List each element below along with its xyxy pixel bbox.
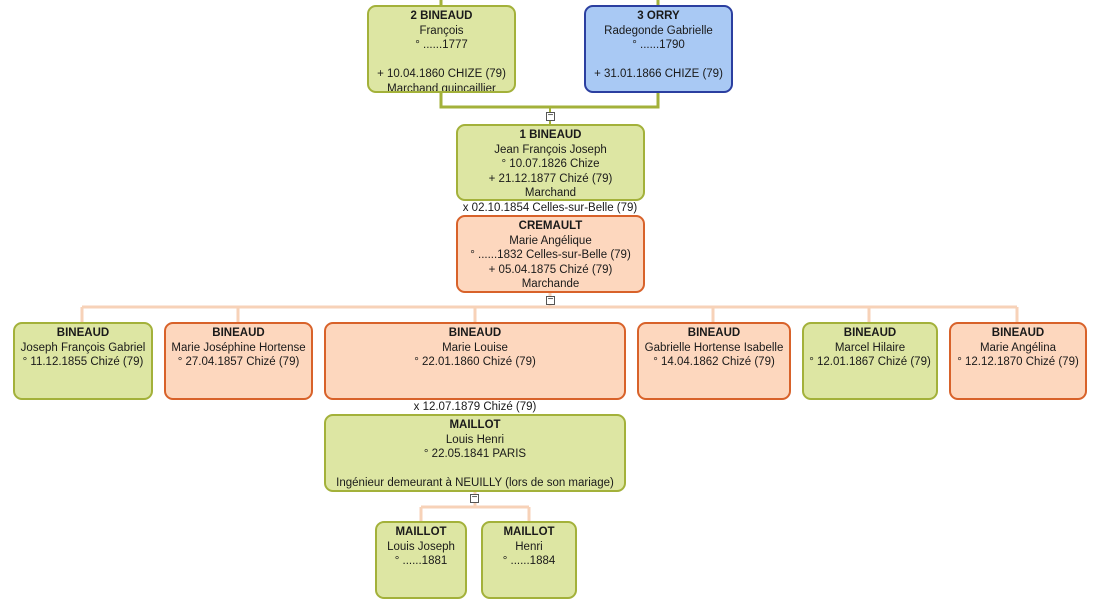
person-box-father[interactable]: 2 BINEAUD François ° ......1777 + 10.04.… <box>367 5 516 93</box>
person-name: 2 BINEAUD <box>410 10 473 22</box>
person-box-child-spouse[interactable]: MAILLOT Louis Henri ° 22.05.1841 PARIS I… <box>324 414 626 492</box>
person-box-mother[interactable]: 3 ORRY Radegonde Gabrielle ° ......1790 … <box>584 5 733 93</box>
person-detail: ° 14.04.1862 Chizé (79) <box>653 356 775 368</box>
person-detail: Marie Louise <box>442 341 508 354</box>
person-detail: ° ......1832 Celles-sur-Belle (79) <box>470 249 631 261</box>
person-name: MAILLOT <box>395 526 447 538</box>
person-box-child-1[interactable]: BINEAUD Joseph François Gabriel ° 11.12.… <box>13 322 153 400</box>
person-box-child-2[interactable]: BINEAUD Marie Joséphine Hortense ° 27.04… <box>164 322 313 400</box>
collapse-toggle-grandchildren[interactable]: − <box>470 492 479 503</box>
person-box-child-5[interactable]: BINEAUD Marcel Hilaire ° 12.01.1867 Chiz… <box>802 322 938 400</box>
person-box-child-4[interactable]: BINEAUD Gabrielle Hortense Isabelle ° 14… <box>637 322 791 400</box>
person-detail: ° 22.01.1860 Chizé (79) <box>414 356 536 368</box>
person-detail: Marie Joséphine Hortense <box>171 341 306 354</box>
collapse-toggle-parents[interactable]: − <box>546 110 555 121</box>
person-detail: Ingénieur demeurant à NEUILLY (lors de s… <box>336 477 614 489</box>
person-detail <box>586 53 731 68</box>
person-name: 1 BINEAUD <box>519 129 582 141</box>
person-detail: Marcel Hilaire <box>834 341 906 354</box>
person-detail: Marchand quincaillier <box>387 82 496 93</box>
person-detail: Marie Angélina <box>979 341 1057 354</box>
person-box-grandchild-1[interactable]: MAILLOT Louis Joseph ° ......1881 <box>375 521 467 599</box>
person-box-root[interactable]: 1 BINEAUD Jean François Joseph ° 10.07.1… <box>456 124 645 201</box>
person-detail: Joseph François Gabriel <box>20 341 146 354</box>
person-detail: ° ......1790 <box>632 39 685 51</box>
person-name: BINEAUD <box>843 327 897 339</box>
person-box-child-6[interactable]: BINEAUD Marie Angélina ° 12.12.1870 Chiz… <box>949 322 1087 400</box>
person-box-child-3[interactable]: BINEAUD Marie Louise ° 22.01.1860 Chizé … <box>324 322 626 400</box>
collapse-toggle-children[interactable]: − <box>546 294 555 305</box>
person-detail: + 31.01.1866 CHIZE (79) <box>594 68 723 80</box>
person-detail: François <box>419 24 464 37</box>
person-detail: ° ......1777 <box>415 39 468 51</box>
person-box-spouse[interactable]: CREMAULT Marie Angélique ° ......1832 Ce… <box>456 215 645 293</box>
person-detail: Louis Joseph <box>387 540 455 553</box>
person-detail: ° 22.05.1841 PARIS <box>423 448 527 460</box>
person-detail: Marie Angélique <box>509 234 592 247</box>
person-name: BINEAUD <box>991 327 1045 339</box>
person-detail: Radegonde Gabrielle <box>604 24 713 37</box>
marriage-label-root: x 02.10.1854 Celles-sur-Belle (79) <box>462 202 638 214</box>
person-detail: ° 12.12.1870 Chizé (79) <box>957 356 1079 368</box>
person-detail: ° 10.07.1826 Chize <box>501 158 600 170</box>
person-detail: ° 27.04.1857 Chizé (79) <box>177 356 300 368</box>
person-name: BINEAUD <box>687 327 741 339</box>
person-detail <box>369 53 514 68</box>
marriage-label-child: x 12.07.1879 Chizé (79) <box>413 401 537 413</box>
person-name: BINEAUD <box>56 327 110 339</box>
person-name: 3 ORRY <box>637 10 680 22</box>
person-box-grandchild-2[interactable]: MAILLOT Henri ° ......1884 <box>481 521 577 599</box>
person-detail: + 21.12.1877 Chizé (79) <box>488 172 613 185</box>
person-name: BINEAUD <box>448 327 502 339</box>
person-detail: Henri <box>515 540 543 553</box>
person-name: BINEAUD <box>212 327 265 339</box>
person-detail: Marchand <box>524 187 577 199</box>
person-detail: + 05.04.1875 Chizé (79) <box>488 263 613 276</box>
person-detail: Jean François Joseph <box>494 143 607 156</box>
person-detail: + 10.04.1860 CHIZE (79) <box>377 68 506 80</box>
person-detail: ° 11.12.1855 Chizé (79) <box>22 356 144 368</box>
person-detail: Louis Henri <box>445 433 505 446</box>
person-name: CREMAULT <box>518 220 583 232</box>
person-detail: Marchande <box>521 278 580 290</box>
person-detail: ° ......1881 <box>394 555 448 567</box>
person-detail: ° 12.01.1867 Chizé (79) <box>809 356 931 368</box>
person-name: MAILLOT <box>503 526 555 538</box>
person-detail: ° ......1884 <box>502 555 556 567</box>
person-detail <box>326 462 624 477</box>
person-name: MAILLOT <box>449 419 501 431</box>
person-detail: Gabrielle Hortense Isabelle <box>644 341 784 354</box>
